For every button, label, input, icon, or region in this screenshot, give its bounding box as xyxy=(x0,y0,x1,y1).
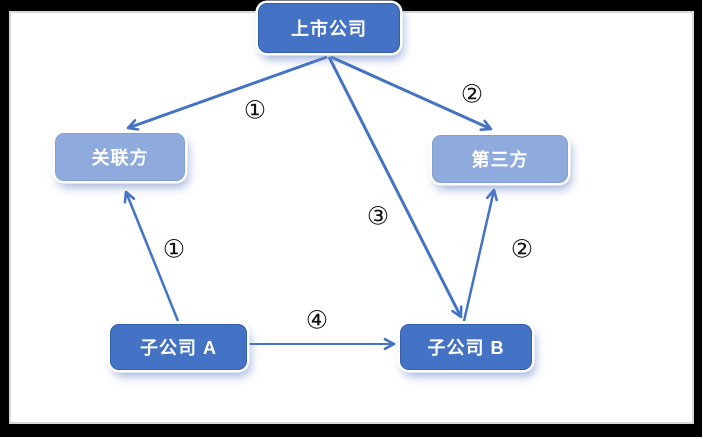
edge-label-2-right: ② xyxy=(510,236,534,264)
edge-listed-to-subsidiary-b xyxy=(327,56,463,319)
node-related-party: 关联方 xyxy=(55,133,185,181)
node-third-party: 第三方 xyxy=(432,135,568,183)
edge-label-3-middle: ③ xyxy=(366,203,390,231)
edge-label-2-top: ② xyxy=(460,81,484,109)
edge-label-1-top: ① xyxy=(243,97,267,125)
edge-label-1-left: ① xyxy=(162,236,186,264)
edge-listed-to-related xyxy=(126,55,328,131)
node-listed-company: 上市公司 xyxy=(258,3,400,53)
edge-subsidiary-b-to-third xyxy=(462,188,498,322)
node-subsidiary-a: 子公司 A xyxy=(110,324,247,370)
node-subsidiary-b: 子公司 B xyxy=(400,324,532,370)
edge-listed-to-third xyxy=(330,55,493,131)
edge-label-4-bottom: ④ xyxy=(305,307,329,335)
edge-subsidiary-a-to-related xyxy=(123,190,180,322)
